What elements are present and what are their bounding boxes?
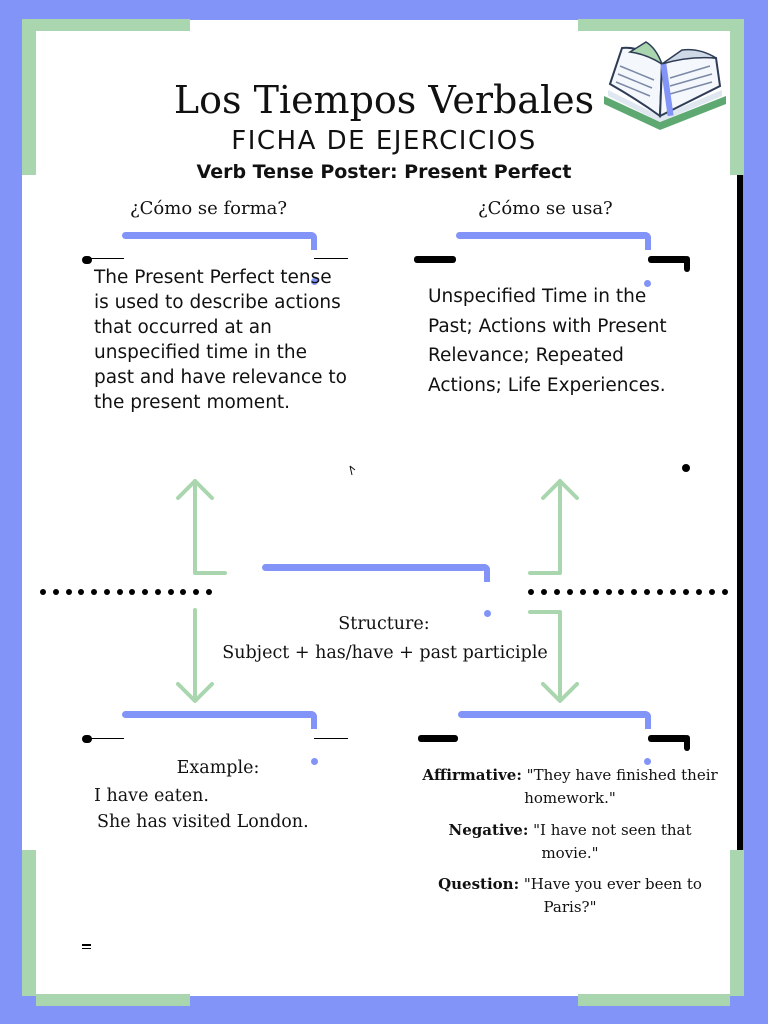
corner-top-left-v (22, 19, 36, 175)
open-book-icon (604, 41, 726, 130)
panel-left-line (90, 738, 124, 739)
corner-top-right-v (730, 19, 744, 175)
panel-top-bar (458, 711, 648, 718)
negative-example: Negative: "I have not seen that movie." (420, 819, 720, 865)
definition-text: The Present Perfect tense is used to des… (94, 267, 347, 413)
example-line: She has visited London. (97, 812, 309, 832)
panel-hook (305, 232, 317, 250)
panel-bottom-mark (82, 948, 91, 949)
panel-right-bar (648, 256, 688, 263)
panel-dot (644, 280, 651, 287)
panel-left-tick (82, 256, 92, 264)
panel-top-bar (122, 232, 314, 239)
formation-question: ¿Cómo se forma? (130, 198, 288, 219)
sentence-type-label: Question: (438, 875, 520, 893)
right-border-line (737, 170, 743, 860)
panel-left-line (90, 258, 124, 259)
sentence-type-label: Affirmative: (422, 766, 522, 784)
structure-label: Structure: (338, 614, 430, 634)
affirmative-example: Affirmative: "They have finished their h… (420, 764, 720, 810)
panel-top-bar (456, 232, 648, 239)
panel-dot-black (682, 464, 690, 472)
panel-dot (311, 758, 318, 765)
panel-left-tick (82, 735, 92, 743)
sentence-text: "Have you ever been to Paris?" (523, 875, 702, 916)
structure-top-bar (262, 564, 486, 571)
panel-left-bar (418, 735, 458, 742)
poster-page (22, 20, 740, 996)
dotted-divider-left (40, 589, 212, 595)
panel-right-line (314, 258, 348, 259)
sentence-text: "They have finished their homework." (524, 766, 718, 807)
panel-left-bar (414, 256, 456, 263)
panel-right-bar (648, 735, 688, 742)
panel-right-tick (684, 256, 690, 272)
dotted-divider-right (528, 589, 728, 595)
panel-hook (305, 711, 317, 729)
structure-hook (478, 564, 490, 582)
panel-hook (639, 232, 651, 250)
example-label: Example: (176, 758, 260, 778)
usage-text: Unspecified Time in the Past; Actions wi… (428, 286, 667, 396)
panel-dot (644, 758, 651, 765)
worksheet-subtitle: FICHA DE EJERCICIOS (231, 126, 537, 156)
corner-top-right-h (578, 19, 730, 31)
panel-hook (639, 711, 651, 729)
corner-bottom-right-v (730, 850, 744, 996)
sentence-type-label: Negative: (448, 821, 529, 839)
panel-bottom-mark (82, 944, 91, 946)
panel-right-line (314, 738, 348, 739)
corner-top-left-h (36, 19, 190, 31)
corner-bottom-left-h (36, 994, 190, 1006)
question-example: Question: "Have you ever been to Paris?" (420, 873, 720, 919)
panel-right-tick (684, 735, 690, 751)
panel-dot (311, 278, 318, 285)
corner-bottom-left-v (22, 850, 36, 996)
corner-bottom-right-h (578, 994, 730, 1006)
usage-question: ¿Cómo se usa? (478, 198, 613, 219)
sentence-text: "I have not seen that movie." (533, 821, 692, 862)
example-line: I have eaten. (94, 786, 209, 806)
poster-tagline: Verb Tense Poster: Present Perfect (196, 161, 572, 183)
structure-formula: Subject + has/have + past participle (222, 643, 548, 663)
structure-dot (484, 610, 491, 617)
page-title: Los Tiempos Verbales (173, 78, 595, 122)
panel-top-bar (122, 711, 314, 718)
